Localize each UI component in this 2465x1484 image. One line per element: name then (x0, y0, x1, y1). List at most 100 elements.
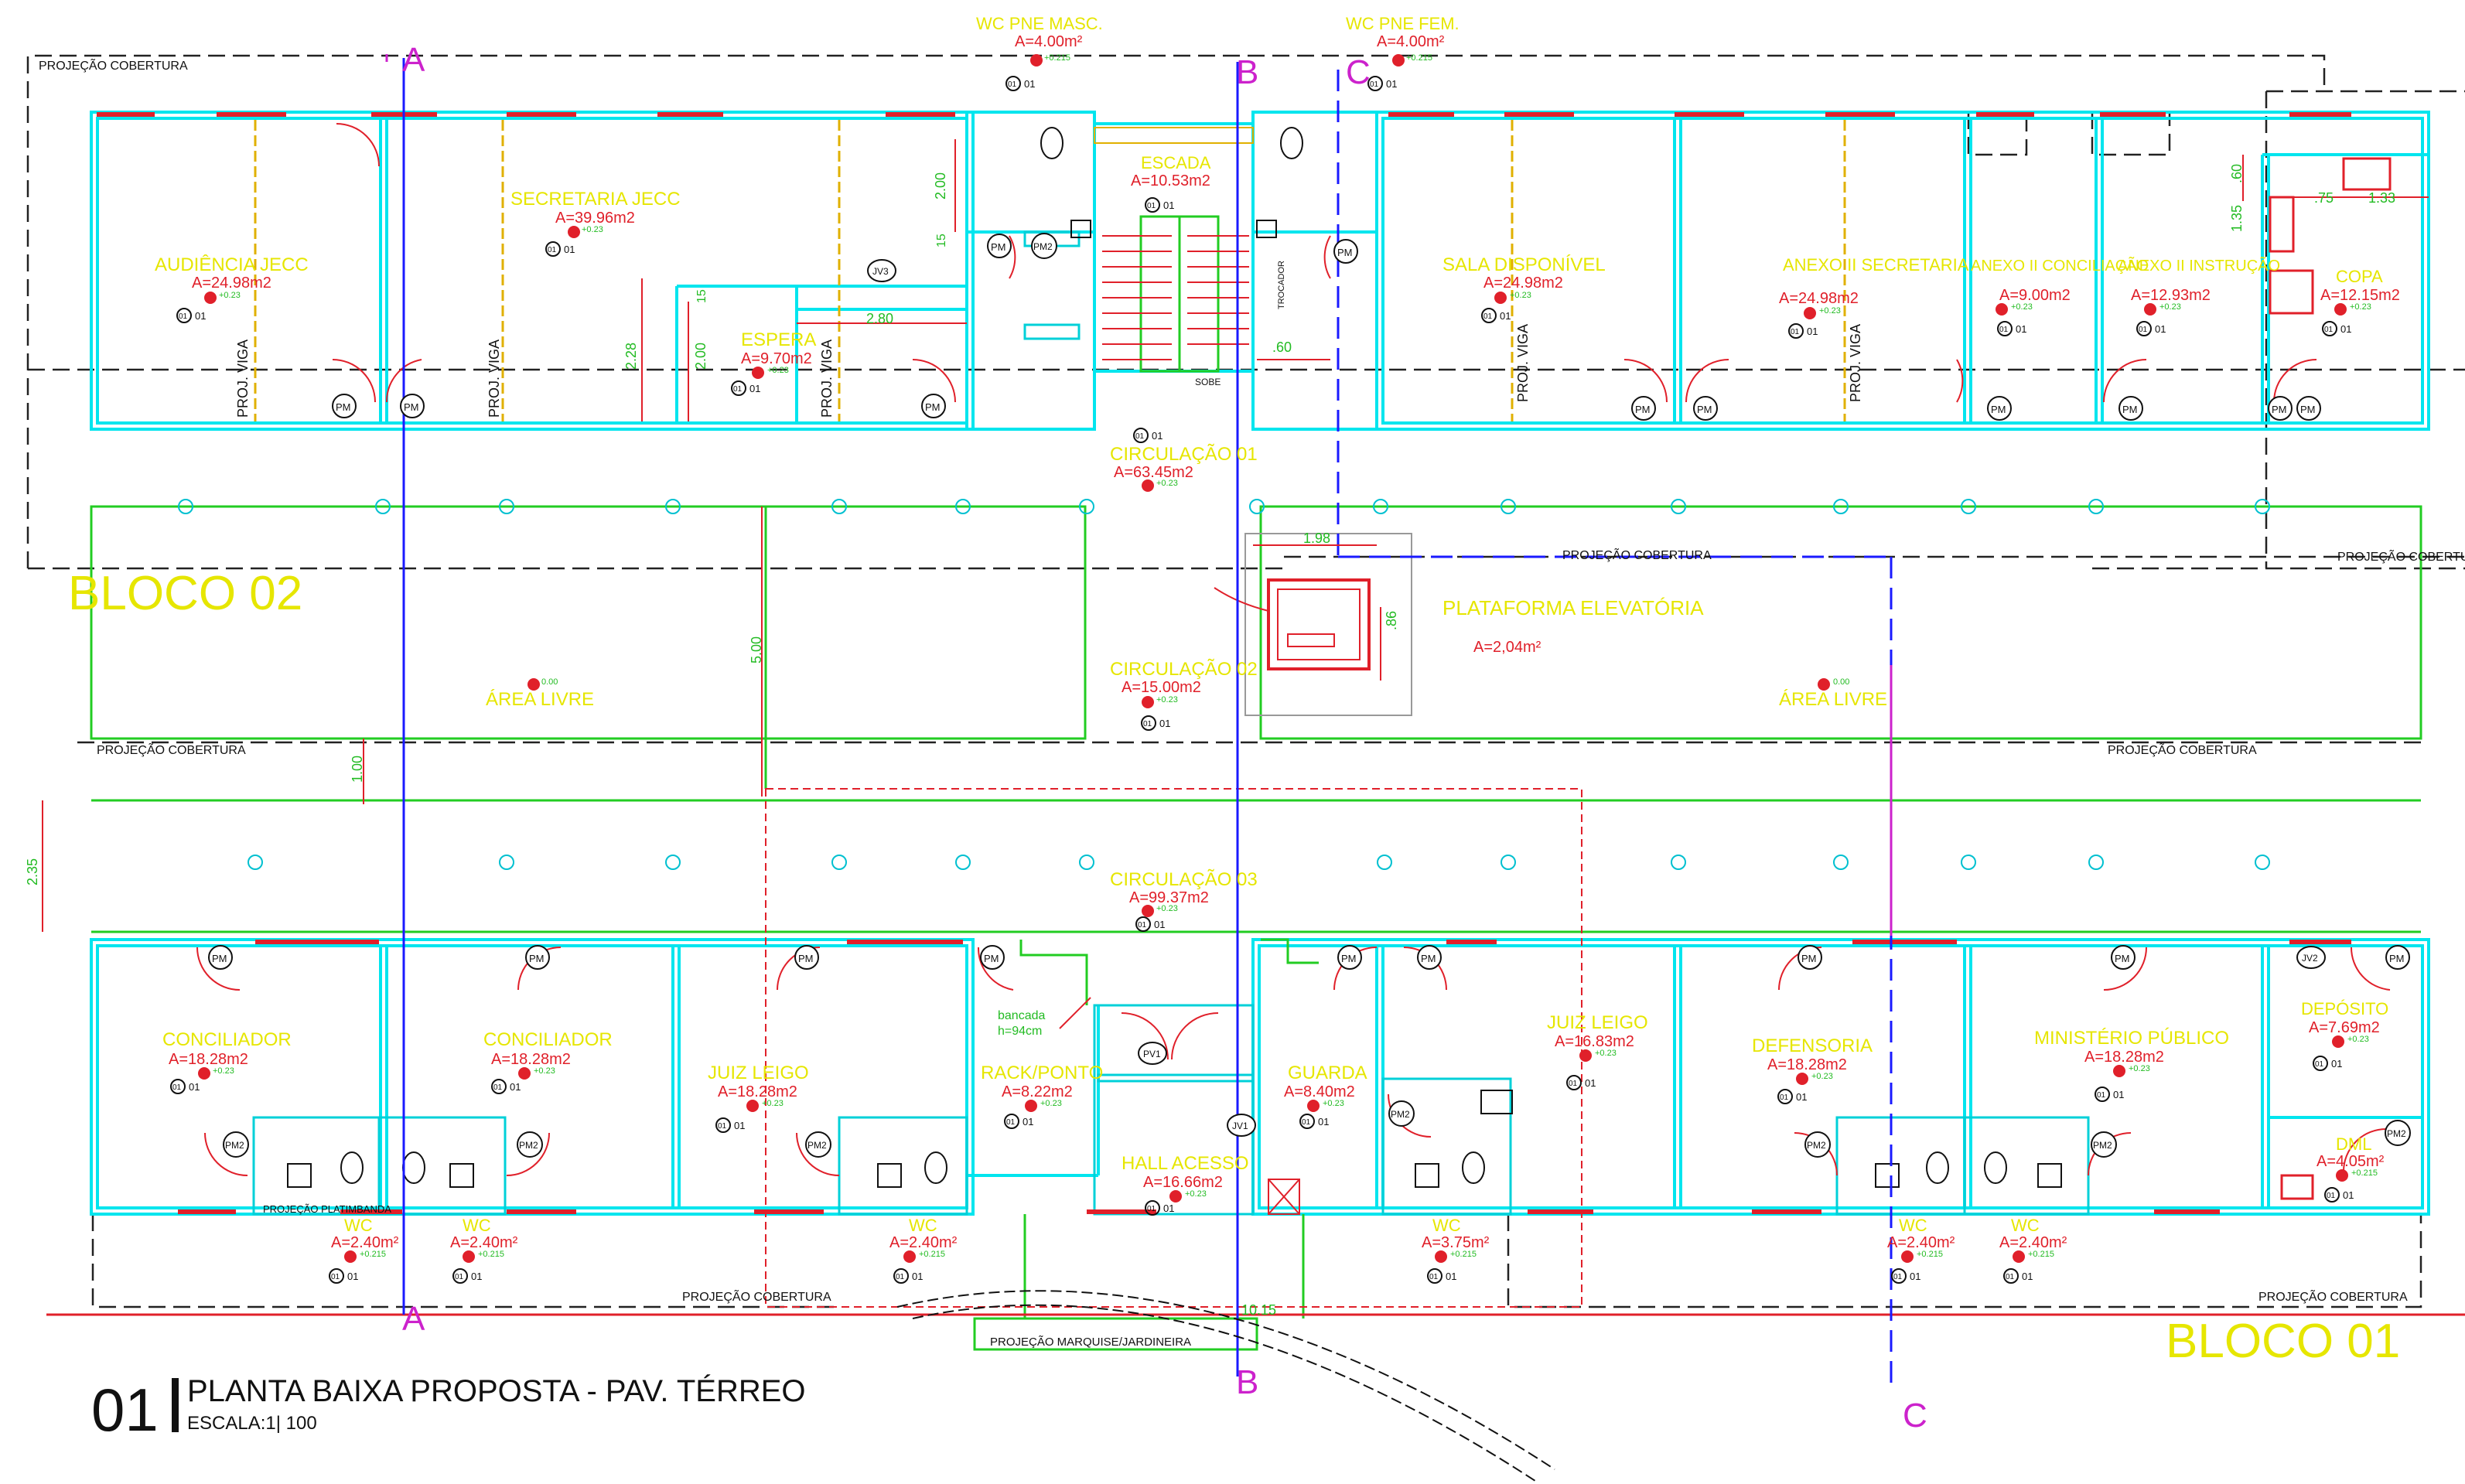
room-secretaria-area: A=39.96m2 (555, 210, 635, 227)
ref-marker: 01 01 (2095, 1087, 2124, 1102)
level-secretaria: +0.23 (582, 225, 603, 234)
roof-note-left2: PROJEÇÃO COBERTURA (97, 742, 246, 757)
room-wc-fem-name: WC PNE FEM. (1346, 14, 1460, 33)
level-audiencia: +0.23 (219, 291, 241, 300)
room-circ01-name: CIRCULAÇÃO 01 (1110, 444, 1258, 465)
room-deposito-area: A=7.69m2 (2309, 1019, 2380, 1036)
svg-text:01: 01 (1023, 1116, 1033, 1127)
level-symbols (198, 54, 2348, 1263)
room-defensoria-name: DEFENSORIA (1752, 1035, 1873, 1056)
svg-text:JV3: JV3 (872, 266, 889, 277)
room-sala-disp-area: A=24.98m2 (1483, 275, 1563, 292)
level-anexo-inst: +0.23 (2159, 302, 2181, 312)
level-juiz-leigo-1: +0.23 (762, 1099, 784, 1108)
sanitary-fixtures (287, 127, 2062, 1188)
room-wc-masc-name: WC PNE MASC. (976, 14, 1103, 33)
dim-2-35: 2.35 (25, 858, 40, 885)
svg-text:01: 01 (1999, 326, 2009, 334)
level-area-livre-left: 0.00 (541, 677, 558, 687)
svg-text:PM2: PM2 (225, 1140, 244, 1151)
room-conciliador-2-area: A=18.28m2 (491, 1051, 571, 1068)
svg-text:01: 01 (2327, 1192, 2336, 1200)
dim-2-80: 2.80 (866, 311, 893, 326)
level-circ01: +0.23 (1156, 479, 1178, 488)
room-ministerio-name: MINISTÉRIO PÚBLICO (2034, 1028, 2229, 1049)
beam-note-1: PROJ. VIGA (235, 339, 251, 418)
pm-tag: PM (332, 394, 357, 418)
room-wc-2-name: WC (463, 1216, 491, 1235)
svg-text:01: 01 (471, 1271, 482, 1282)
pm-tag: PM (2111, 945, 2136, 970)
dimension-lines (42, 139, 2429, 932)
svg-text:01: 01 (2097, 1091, 2106, 1100)
svg-text:JV2: JV2 (2302, 953, 2318, 964)
dim-0-60-stair: .60 (1272, 339, 1292, 355)
dim-2-28: 2.28 (623, 343, 639, 370)
svg-text:01: 01 (1500, 310, 1511, 322)
pm-tag: PM (987, 234, 1012, 258)
svg-text:01: 01 (1024, 78, 1035, 90)
axis-c-top: C (1346, 53, 1371, 91)
svg-text:PM2: PM2 (1033, 241, 1053, 252)
pm-tag: PM (1333, 239, 1358, 264)
room-wc-2-area: A=2.40m² (450, 1234, 518, 1251)
room-circ02-area: A=15.00m2 (1122, 679, 1201, 696)
pm2-tag: PM2 (223, 1131, 249, 1158)
svg-text:PM2: PM2 (807, 1140, 827, 1151)
level-wc-masc: +0.215 (1044, 53, 1070, 63)
svg-text:01: 01 (564, 244, 575, 255)
room-anexo-conc-name: ANEXO II CONCILIAÇÃO (1971, 256, 2149, 275)
pm-tag: PM (2385, 945, 2410, 970)
svg-text:01: 01 (2113, 1089, 2124, 1100)
svg-text:01: 01 (2324, 326, 2334, 334)
room-wc-masc-area: A=4.00m² (1015, 33, 1083, 50)
svg-text:01: 01 (2331, 1058, 2342, 1070)
jv1-tag: JV1 (1227, 1114, 1256, 1137)
level-wc-5: +0.215 (2028, 1250, 2054, 1259)
svg-text:PM: PM (2389, 953, 2405, 964)
pm-tag: PM (208, 945, 233, 970)
svg-text:01: 01 (172, 1083, 182, 1092)
axis-b-top: B (1236, 53, 1258, 91)
level-guarda: +0.23 (1323, 1099, 1344, 1108)
dim-2-00-espera: 2.00 (693, 343, 708, 370)
svg-text:01: 01 (1483, 312, 1493, 321)
svg-text:PM2: PM2 (2387, 1128, 2406, 1139)
svg-text:01: 01 (1780, 1093, 1789, 1102)
level-hall: +0.23 (1185, 1189, 1207, 1199)
level-wc-3: +0.215 (919, 1250, 945, 1259)
dim-10-15: 10.15 (1241, 1302, 1276, 1318)
svg-text:PM: PM (1635, 404, 1651, 415)
room-conciliador-1-name: CONCILIADOR (162, 1029, 292, 1050)
ref-marker: 01 01 (2324, 1187, 2354, 1203)
bancada-height-note: h=94cm (998, 1025, 1042, 1038)
dim-15-espera: 15 (695, 289, 708, 303)
pm2-tag: PM2 (517, 1131, 543, 1158)
room-plataforma-area: A=2,04m² (1473, 639, 1541, 656)
svg-text:PM2: PM2 (1807, 1140, 1826, 1151)
room-escada-area: A=10.53m2 (1131, 172, 1210, 189)
svg-text:PM: PM (2115, 953, 2130, 964)
svg-text:01: 01 (2155, 323, 2166, 335)
svg-text:01: 01 (2006, 1273, 2015, 1281)
hall-cross (1268, 1179, 1300, 1215)
svg-text:01: 01 (1008, 80, 1017, 89)
svg-text:01: 01 (718, 1122, 727, 1131)
room-espera-name: ESPERA (741, 329, 816, 350)
room-area-livre-left: ÁREA LIVRE (486, 689, 594, 710)
room-rack-area: A=8.22m2 (1002, 1083, 1073, 1100)
svg-text:01: 01 (2343, 1189, 2354, 1201)
level-wc-4: +0.215 (1917, 1250, 1943, 1259)
svg-text:01: 01 (493, 1083, 503, 1092)
tag-bubbles: PM PM PM PM PM PM PM PM PM PM PM PM PM P… (208, 233, 2411, 1158)
